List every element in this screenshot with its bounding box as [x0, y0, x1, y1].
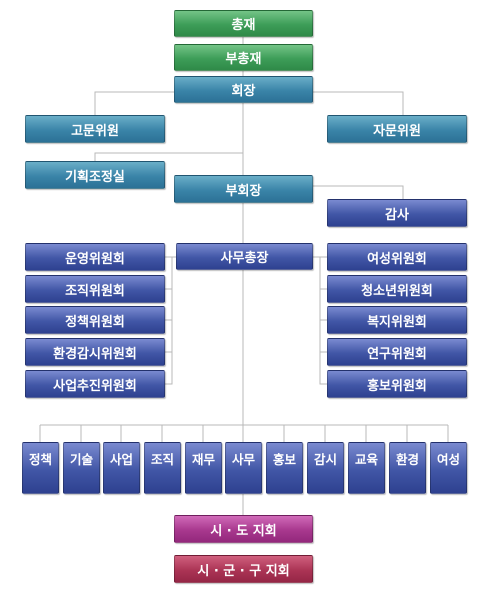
left-committee-box: 환경감시위원회: [25, 338, 165, 366]
right-committee-box: 청소년위원회: [327, 275, 467, 303]
department-box: 사업: [103, 442, 140, 494]
department-box: 기술: [63, 442, 100, 494]
right-committee-box: 복지위원회: [327, 306, 467, 334]
vice-chairman-box: 부총재: [174, 44, 313, 71]
advisor-box: 고문위원: [25, 115, 165, 143]
department-box: 조직: [144, 442, 181, 494]
department-box: 재무: [185, 442, 222, 494]
consultant-box: 자문위원: [327, 115, 467, 143]
department-box: 홍보: [266, 442, 303, 494]
auditor-box: 감사: [327, 199, 467, 227]
department-box: 사무: [225, 442, 262, 494]
president-box: 회장: [174, 76, 313, 103]
right-committee-box: 홍보위원회: [327, 370, 467, 398]
chairman-box: 총재: [174, 10, 313, 37]
department-box: 교육: [348, 442, 385, 494]
left-committee-box: 운영위원회: [25, 243, 165, 271]
right-committee-box: 연구위원회: [327, 338, 467, 366]
provincial-branch-box: 시 · 도 지회: [174, 515, 313, 543]
left-committee-box: 사업추진위원회: [25, 370, 165, 398]
department-box: 정책: [22, 442, 59, 494]
department-box: 환경: [389, 442, 426, 494]
secretary-general-box: 사무총장: [176, 243, 313, 270]
local-branch-box: 시 · 군 · 구 지회: [174, 555, 313, 583]
planning-office-box: 기획조정실: [25, 161, 165, 189]
left-committee-box: 조직위원회: [25, 275, 165, 303]
right-committee-box: 여성위원회: [327, 243, 467, 271]
department-box: 감시: [307, 442, 344, 494]
department-box: 여성: [430, 442, 467, 494]
left-committee-box: 정책위원회: [25, 306, 165, 334]
vice-president-box: 부회장: [174, 175, 313, 203]
